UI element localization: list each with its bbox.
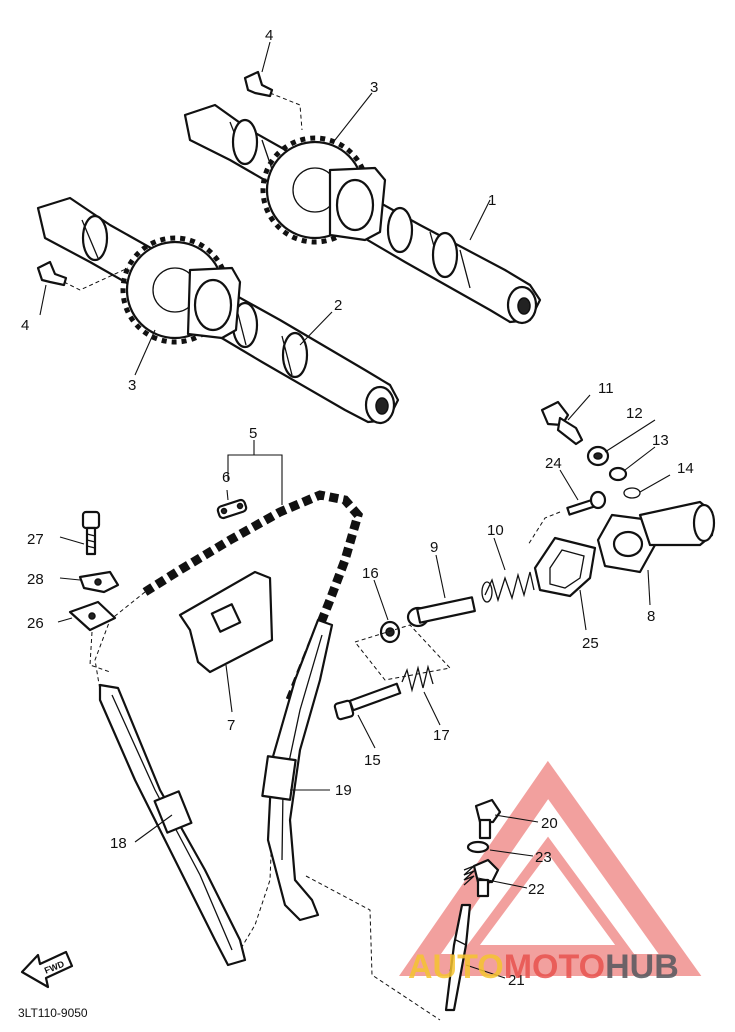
callout-27: 27 <box>27 531 44 548</box>
watermark-logo-text: AUTOMOTOHUB <box>408 948 679 986</box>
sprocket-bolt-lower <box>36 260 129 291</box>
callout-7: 7 <box>227 717 235 734</box>
chain-guide-exhaust-side <box>98 683 247 967</box>
callout-9: 9 <box>430 539 438 556</box>
callout-23: 23 <box>535 849 552 866</box>
tensioner-nut <box>586 445 610 467</box>
cam-sprocket-upper <box>260 135 387 245</box>
callout-20: 20 <box>541 815 558 832</box>
callout-4-lower: 4 <box>21 317 29 334</box>
guide-stopper-plate <box>68 600 117 632</box>
tensioner-return-spring <box>401 664 434 693</box>
chain-guide-top <box>178 570 274 674</box>
callout-labels: 4 3 1 2 3 4 5 6 7 11 12 13 14 24 8 10 9 … <box>21 27 694 989</box>
callout-21: 21 <box>508 972 525 989</box>
guide-spring <box>463 865 475 886</box>
watermark-auto: AUTO <box>408 948 504 986</box>
tensioner-mount-bolt <box>566 490 607 516</box>
watermark-moto: MOTO <box>504 948 605 986</box>
callout-leaders <box>39 41 671 979</box>
chain-master-link <box>216 498 248 520</box>
callout-8: 8 <box>647 608 655 625</box>
tensioner-cap-bolt <box>540 400 584 446</box>
guide-shaft <box>444 903 472 1012</box>
tensioner-washer <box>608 466 628 482</box>
rod-stopper <box>379 620 401 644</box>
callout-2: 2 <box>334 297 342 314</box>
guide-lock-washer <box>78 570 120 594</box>
callout-19: 19 <box>335 782 352 799</box>
tensioner-gasket <box>533 536 597 598</box>
chain-tensioner-body <box>596 500 716 574</box>
callout-26: 26 <box>27 615 44 632</box>
callout-28: 28 <box>27 571 44 588</box>
drawing-code: 3LT110-9050 <box>18 1006 88 1020</box>
cam-sprocket-lower <box>120 235 242 345</box>
callout-1: 1 <box>488 192 496 209</box>
callout-25: 25 <box>582 635 599 652</box>
tensioner-guide-bolt <box>472 858 500 898</box>
callout-22: 22 <box>528 881 545 898</box>
callout-18: 18 <box>110 835 127 852</box>
callout-13: 13 <box>652 432 669 449</box>
callout-15: 15 <box>364 752 381 769</box>
callout-5: 5 <box>249 425 257 442</box>
tensioner-rod <box>333 682 402 721</box>
callout-12: 12 <box>626 405 643 422</box>
callout-3-upper: 3 <box>370 79 378 96</box>
guide-pivot-bolt <box>474 798 502 840</box>
callout-4-upper: 4 <box>265 27 273 44</box>
tensioner-spring <box>481 571 535 603</box>
sprocket-bolt-upper <box>243 70 303 131</box>
tensioner-o-ring <box>623 487 641 499</box>
callout-17: 17 <box>433 727 450 744</box>
watermark-hub: HUB <box>605 948 679 986</box>
callout-24: 24 <box>545 455 562 472</box>
callout-16: 16 <box>362 565 379 582</box>
chain-guide-intake-side <box>261 618 334 922</box>
callout-10: 10 <box>487 522 504 539</box>
callout-14: 14 <box>677 460 694 477</box>
forward-direction-arrow: FWD <box>20 950 74 989</box>
callout-6: 6 <box>222 469 230 486</box>
callout-3-lower: 3 <box>128 377 136 394</box>
tensioner-push-rod <box>406 596 476 628</box>
svg-text:AUTOMOTOHUB: AUTOMOTOHUB <box>408 948 679 986</box>
guide-washer <box>466 840 490 854</box>
guide-bolt <box>81 510 101 556</box>
callout-11: 11 <box>598 380 614 397</box>
